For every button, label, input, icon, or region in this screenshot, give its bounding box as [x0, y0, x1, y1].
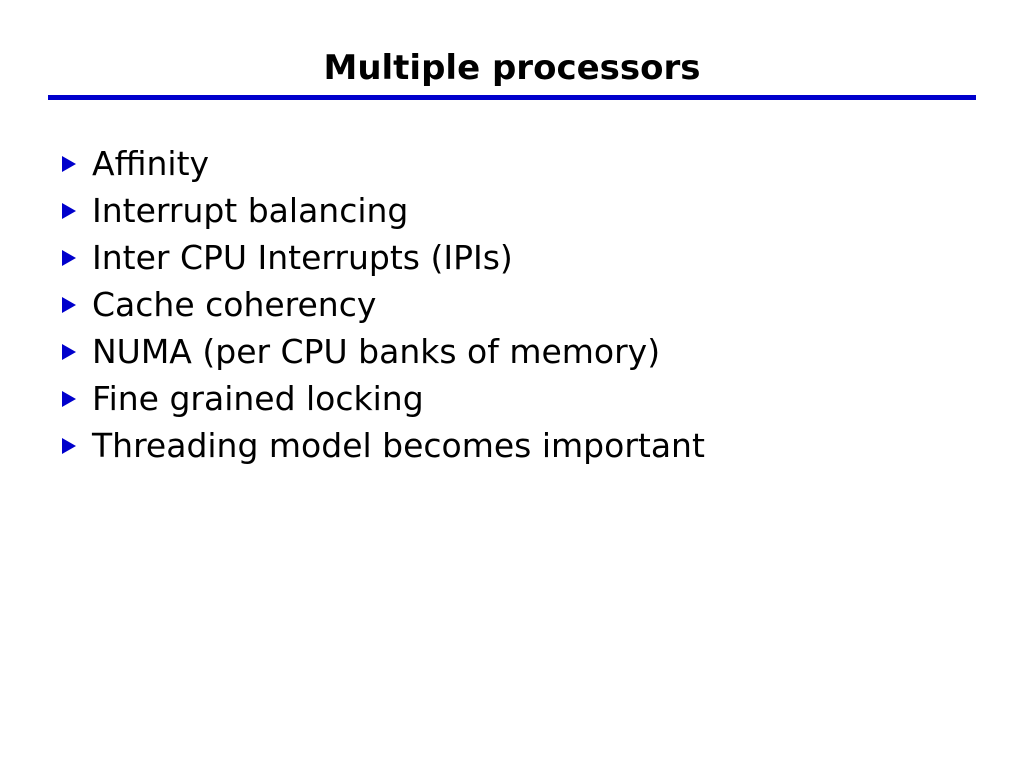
list-item-label: Threading model becomes important — [92, 426, 705, 465]
list-item-label: Cache coherency — [92, 285, 377, 324]
triangle-right-icon — [62, 155, 76, 172]
list-item: Affinity — [60, 140, 990, 187]
list-item-label: NUMA (per CPU banks of memory) — [92, 332, 661, 371]
list-item: NUMA (per CPU banks of memory) — [60, 328, 990, 375]
list-item: Inter CPU Interrupts (IPIs) — [60, 234, 990, 281]
triangle-right-icon — [62, 296, 76, 313]
list-item: Fine grained locking — [60, 375, 990, 422]
triangle-right-icon — [62, 390, 76, 407]
title-underline-rule — [48, 95, 976, 100]
list-item: Interrupt balancing — [60, 187, 990, 234]
triangle-right-icon — [62, 437, 76, 454]
list-item-label: Inter CPU Interrupts (IPIs) — [92, 238, 513, 277]
bullet-list: Affinity Interrupt balancing Inter CPU I… — [60, 140, 990, 469]
list-item: Cache coherency — [60, 281, 990, 328]
list-item-label: Fine grained locking — [92, 379, 424, 418]
triangle-right-icon — [62, 343, 76, 360]
list-item-label: Interrupt balancing — [92, 191, 409, 230]
triangle-right-icon — [62, 202, 76, 219]
triangle-right-icon — [62, 249, 76, 266]
list-item-label: Affinity — [92, 144, 210, 183]
list-item: Threading model becomes important — [60, 422, 990, 469]
slide-title: Multiple processors — [323, 48, 701, 88]
